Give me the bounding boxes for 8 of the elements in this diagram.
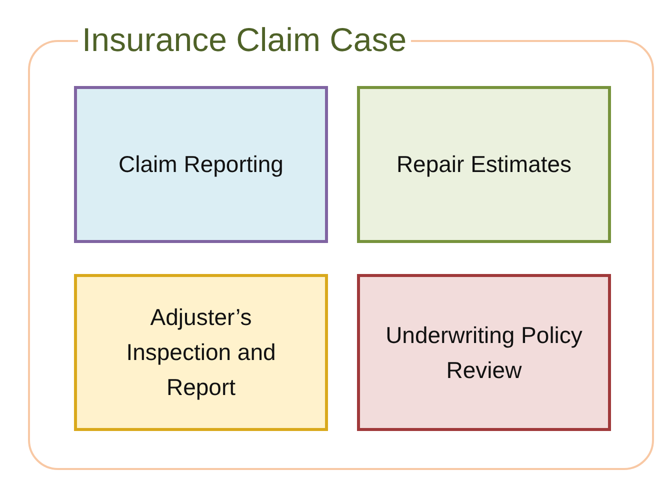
box-label: Underwriting Policy Review [384, 320, 584, 384]
box-label: Repair Estimates [395, 150, 573, 179]
box-label: Adjuster’s Inspection and Report [125, 303, 277, 402]
process-box [357, 274, 611, 431]
process-box [74, 274, 328, 431]
process-box [357, 86, 611, 243]
box-label: Claim Reporting [118, 150, 284, 179]
process-box [74, 86, 328, 243]
